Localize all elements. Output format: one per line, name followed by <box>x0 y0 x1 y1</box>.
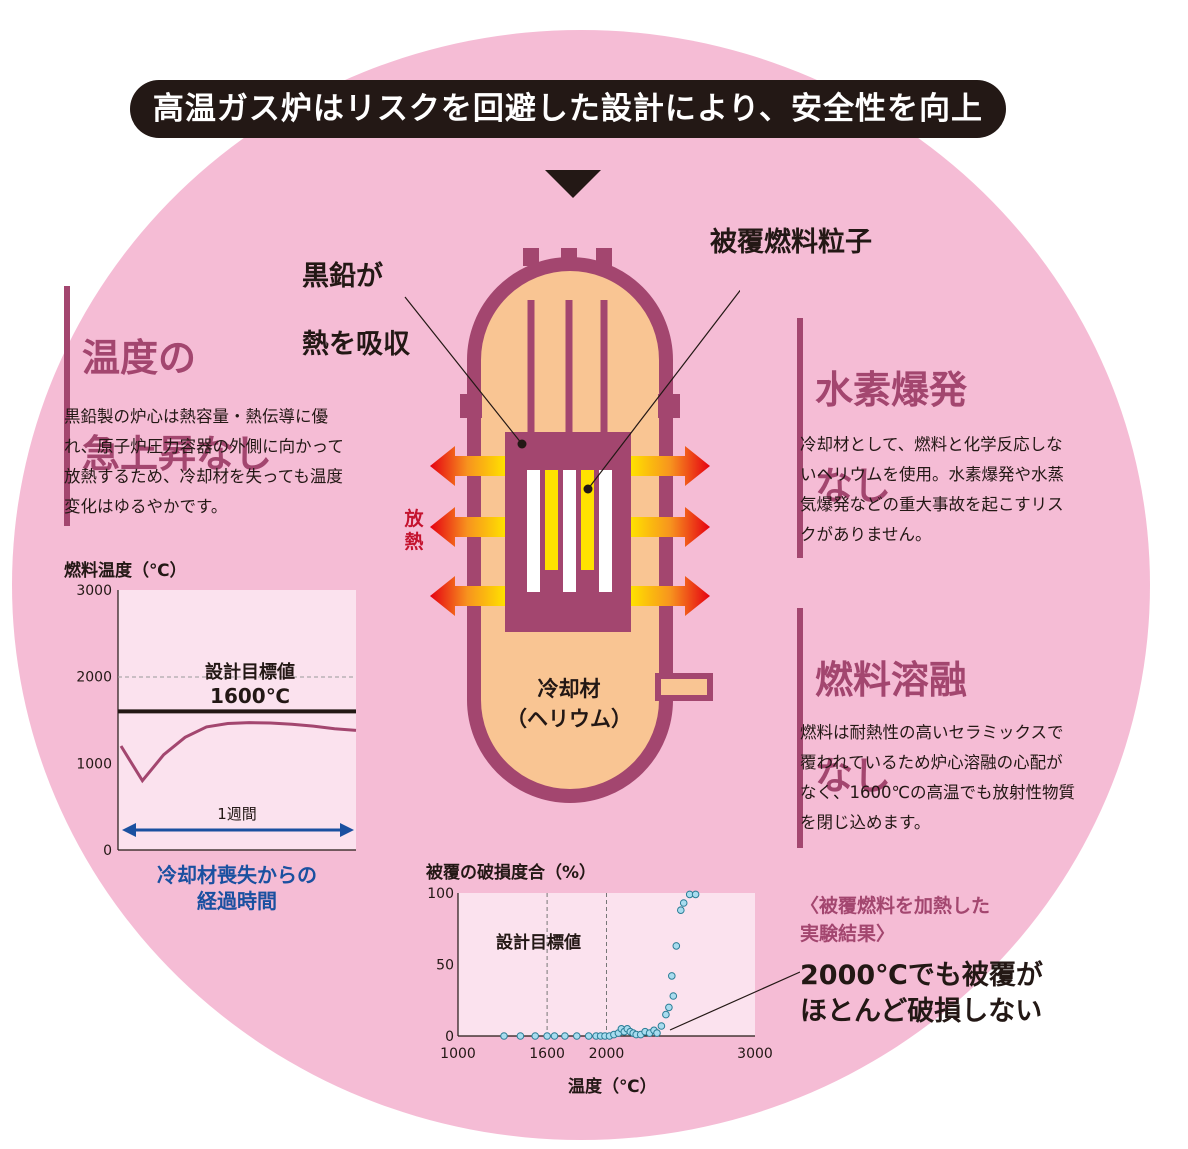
fuel-particle-label: 被覆燃料粒子 <box>710 227 872 258</box>
fuel-temperature-chart: 3000 2000 1000 0 <box>76 583 357 859</box>
text-line: クがありません。 <box>800 525 932 544</box>
coolant-label-line1: 冷却材 <box>537 677 601 701</box>
data-point <box>550 1032 559 1040</box>
title-banner: 高温ガス炉はリスクを回避した設計により、安全性を向上 <box>130 80 1006 138</box>
x-tick-label: 3000 <box>737 1046 773 1062</box>
data-point <box>531 1032 539 1040</box>
heading-line: 燃料溶融 <box>815 658 968 702</box>
label-line: 経過時間 <box>197 889 277 913</box>
temperature-axis-title: 温度（℃） <box>568 1077 657 1097</box>
text-line: 覆われているため炉心溶融の心配が <box>800 753 1063 772</box>
chart-plot-area <box>118 590 356 850</box>
heading-no-temperature-spike: 温度の 急上昇なし <box>64 286 272 526</box>
heading-line: 水素爆発 <box>815 368 968 412</box>
coolant-label: 冷却材 （ヘリウム） <box>506 674 632 734</box>
data-point <box>691 890 700 899</box>
coolant-label-line2: （ヘリウム） <box>506 707 632 731</box>
note-line: 実験結果〉 <box>800 923 896 945</box>
text-line: れ、原子炉圧力容器の外側に向かって <box>64 437 344 456</box>
elapsed-time-label: 冷却材喪失からの 経過時間 <box>118 862 356 914</box>
data-point <box>669 992 678 1000</box>
y-tick-label: 3000 <box>76 583 112 599</box>
result-line: ほとんど破損しない <box>800 996 1043 1027</box>
x-tick-label: 2000 <box>589 1046 625 1062</box>
text-line: いヘリウムを使用。水素爆発や水蒸 <box>800 465 1064 484</box>
heading-line: なし <box>815 464 892 508</box>
fuel-temp-axis-title: 燃料温度（℃） <box>64 561 187 581</box>
data-point <box>516 1032 525 1040</box>
heading-line: なし <box>815 754 892 798</box>
y-tick-label: 100 <box>427 886 454 902</box>
y-tick-label: 50 <box>436 958 454 974</box>
heat-dissipation-label: 放熱 <box>404 508 424 553</box>
experiment-note: 〈被覆燃料を加熱した 実験結果〉 <box>800 892 990 948</box>
data-point <box>672 942 681 950</box>
data-point <box>665 1003 673 1012</box>
heading-no-fuel-melting: 燃料溶融 なし <box>797 608 967 848</box>
y-tick-label: 2000 <box>76 670 112 686</box>
fuel-melting-description: 燃料は耐熱性の高いセラミックスで 覆われているため炉心溶融の心配が なく、160… <box>800 718 1100 838</box>
experiment-result: 2000℃でも被覆が ほとんど破損しない <box>800 958 1043 1030</box>
text-line: 気爆発などの重大事故を起こすリス <box>800 495 1064 514</box>
text-line: 燃料は耐熱性の高いセラミックスで <box>800 723 1064 742</box>
label-line: 冷却材喪失からの <box>157 863 317 887</box>
data-point <box>677 906 685 915</box>
left-description: 黒鉛製の炉心は熱容量・熱伝導に優 れ、原子炉圧力容器の外側に向かって 放熱するた… <box>64 402 364 522</box>
coating-damage-chart: 1000 1600 2000 3000 100 50 0 <box>427 886 800 1062</box>
x-tick-label: 1600 <box>529 1046 565 1062</box>
result-line: 2000℃でも被覆が <box>800 960 1043 991</box>
data-point <box>561 1032 569 1040</box>
heading-line: 急上昇なし <box>82 432 273 476</box>
down-arrow-icon <box>545 170 601 198</box>
result-leader-line <box>669 971 800 1031</box>
data-point <box>573 1032 581 1040</box>
design-target-label: 設計目標値 <box>205 662 295 683</box>
duration-label: 1週間 <box>217 805 257 823</box>
reactor-diagram <box>404 248 740 803</box>
data-point <box>543 1032 551 1040</box>
x-tick-label: 1000 <box>440 1046 476 1062</box>
damage-axis-title: 被覆の破損度合（%） <box>426 863 597 883</box>
heading-line: 温度の <box>82 336 197 380</box>
hydrogen-description: 冷却材として、燃料と化学反応しな いヘリウムを使用。水素爆発や水蒸 気爆発などの… <box>800 430 1100 550</box>
data-point <box>653 1029 661 1037</box>
data-point <box>679 899 688 907</box>
note-line: 〈被覆燃料を加熱した <box>800 895 991 917</box>
graphite-label: 黒鉛が 熱を吸収 <box>302 226 410 396</box>
data-point <box>584 1032 593 1040</box>
temperature-curve <box>119 721 357 784</box>
data-point <box>657 1022 666 1030</box>
design-target-value: 1600℃ <box>210 684 290 708</box>
graphite-label-line2: 熱を吸収 <box>302 329 410 360</box>
duration-arrow <box>122 823 354 837</box>
text-line: 変化はゆるやかです。 <box>64 497 228 516</box>
text-line: 冷却材として、燃料と化学反応しな <box>800 435 1063 454</box>
graphite-label-line1: 黒鉛が <box>302 261 383 292</box>
data-point <box>662 1010 670 1019</box>
text-line: 放熱するため、冷却材を失っても温度 <box>64 467 343 486</box>
text-line: なく、1600℃の高温でも放射性物質 <box>800 783 1076 802</box>
design-target-band-label: 設計目標値 <box>496 933 581 953</box>
data-point <box>500 1032 508 1040</box>
y-tick-label: 1000 <box>76 756 112 772</box>
y-tick-label: 0 <box>445 1029 454 1045</box>
text-line: 黒鉛製の炉心は熱容量・熱伝導に優 <box>64 407 328 426</box>
data-point <box>668 972 676 980</box>
text-line: を閉じ込めます。 <box>800 813 931 832</box>
heading-no-hydrogen-explosion: 水素爆発 なし <box>797 318 967 558</box>
y-tick-label: 0 <box>103 843 112 859</box>
